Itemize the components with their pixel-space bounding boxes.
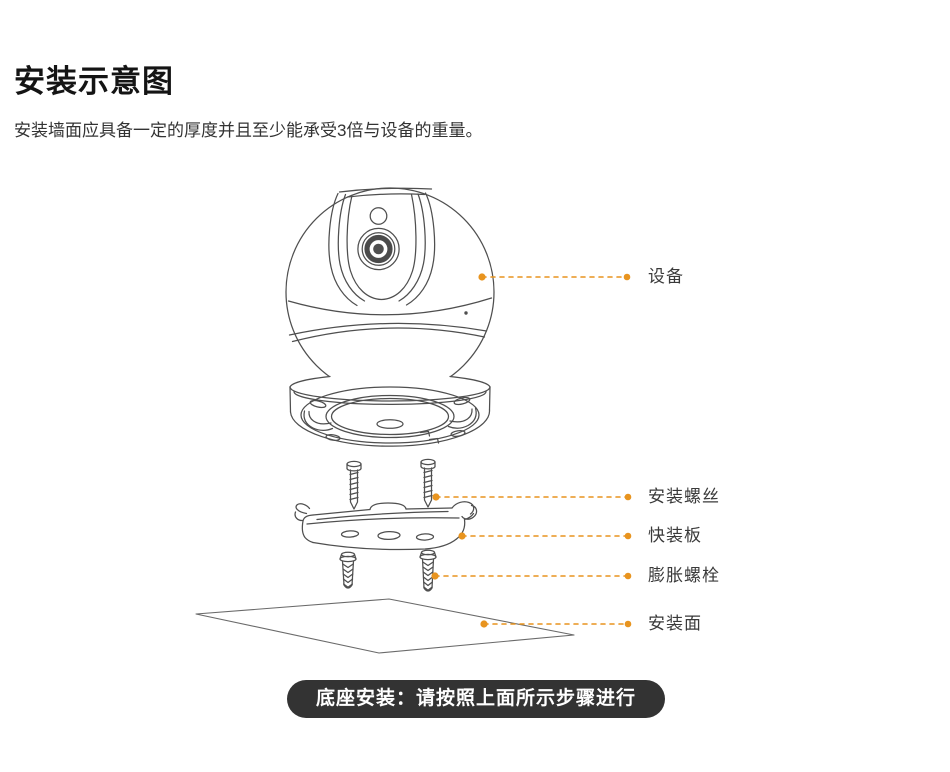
base-bayonet-slot-right [447, 407, 477, 429]
quick-mount-plate-illustration [294, 501, 478, 551]
mounting-surface-illustration [195, 598, 575, 654]
status-light-icon [369, 207, 388, 225]
leader-line-mounting-surface [480, 620, 632, 628]
leader-lines [431, 273, 632, 628]
anchor-left [339, 551, 357, 589]
page-title: 安装示意图 [14, 64, 174, 99]
camera-head-illustration [285, 187, 495, 397]
part-label-quick-mount-plate: 快装板 [648, 526, 702, 545]
leader-line-quick-mount-plate [458, 532, 632, 540]
footer-note-banner: 底座安装：请按照上面所示步骤进行 [287, 680, 665, 718]
leader-line-device [478, 273, 631, 281]
camera-base-illustration [289, 373, 491, 447]
part-label-device: 设备 [648, 267, 684, 286]
expansion-bolts-illustration [339, 549, 437, 592]
camera-seam-line [287, 297, 493, 316]
page-subtitle: 安装墙面应具备一定的厚度并且至少能承受3倍与设备的重量。 [14, 121, 483, 140]
camera-lens-icon [357, 227, 400, 271]
leader-line-mounting-screws [432, 493, 632, 501]
anchor-right [419, 549, 437, 592]
base-center-hole [376, 419, 404, 429]
plate-hook-left [294, 503, 311, 522]
part-label-expansion-bolts: 膨胀螺栓 [648, 566, 720, 585]
part-label-mounting-surface: 安装面 [648, 614, 702, 633]
plate-hook-right [451, 501, 478, 521]
base-bayonet-slot-left [303, 410, 334, 431]
mic-hole-icon [464, 311, 468, 315]
screw-right [420, 458, 436, 508]
screw-left [346, 460, 362, 510]
part-label-mounting-screws: 安装螺丝 [648, 487, 720, 506]
leader-line-expansion-bolts [431, 572, 632, 580]
mounting-screws-illustration [346, 458, 436, 510]
